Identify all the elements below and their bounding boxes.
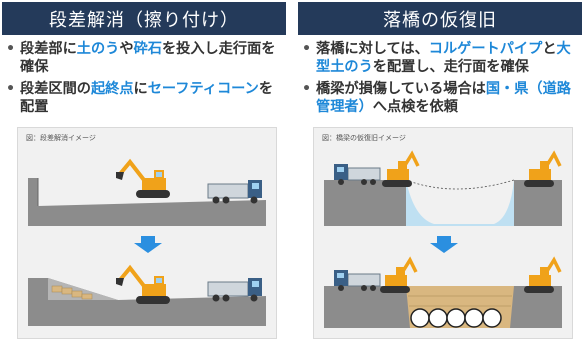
corrugated-pipe-icon [410, 308, 502, 328]
down-arrow-icon [430, 236, 458, 253]
bank-right [514, 180, 562, 226]
step-resolution-diagram [28, 160, 266, 326]
right-bullet-2: • 橋梁が損傷している場合は国・県（道路管理者）へ点検を依頼 [302, 81, 571, 115]
bullet-dot: • [6, 81, 16, 97]
excavator-icon [114, 266, 172, 306]
bullet-dot: • [302, 81, 312, 97]
ground-before [28, 178, 266, 226]
right-bullet-1: • 落橋に対しては、コルゲートパイプと大型土のうを配置し、走行面を確保 [302, 41, 571, 75]
right-panel-title: 落橋の仮復旧 [298, 2, 582, 35]
sandbag-icon [48, 278, 118, 300]
figure-caption: 図：段差解消イメージ [26, 134, 96, 142]
right-panel: 落橋の仮復旧 • 落橋に対しては、コルゲートパイプと大型土のうを配置し、走行面を… [298, 0, 582, 340]
dump-truck-icon [207, 179, 263, 204]
bullet-dot: • [6, 41, 16, 57]
left-panel-title: 段差解消（擦り付け） [2, 2, 286, 35]
bridge-repair-figure: 図：橋梁の仮復旧イメージ [313, 127, 573, 339]
river [406, 180, 514, 226]
excavator-icon [114, 160, 172, 200]
down-arrow-icon [134, 236, 162, 253]
left-bullet-2: • 段差区間の起終点にセーフティコーンを配置 [6, 81, 274, 115]
bank-left [324, 180, 406, 226]
left-bullets: • 段差部に土のうや砕石を投入し走行面を確保 • 段差区間の起終点にセーフティコ… [4, 40, 286, 120]
left-bullet-1: • 段差部に土のうや砕石を投入し走行面を確保 [6, 41, 276, 75]
figure-caption: 図：橋梁の仮復旧イメージ [322, 134, 406, 142]
right-bullets: • 落橋に対しては、コルゲートパイプと大型土のうを配置し、走行面を確保 • 橋梁… [300, 40, 582, 120]
excavator-icon [380, 152, 420, 189]
left-panel: 段差解消（擦り付け） • 段差部に土のうや砕石を投入し走行面を確保 • 段差区間… [2, 0, 286, 340]
step-resolution-figure: 図：段差解消イメージ [17, 127, 277, 339]
bridge-repair-diagram [324, 152, 562, 328]
bullet-dot: • [302, 41, 312, 57]
